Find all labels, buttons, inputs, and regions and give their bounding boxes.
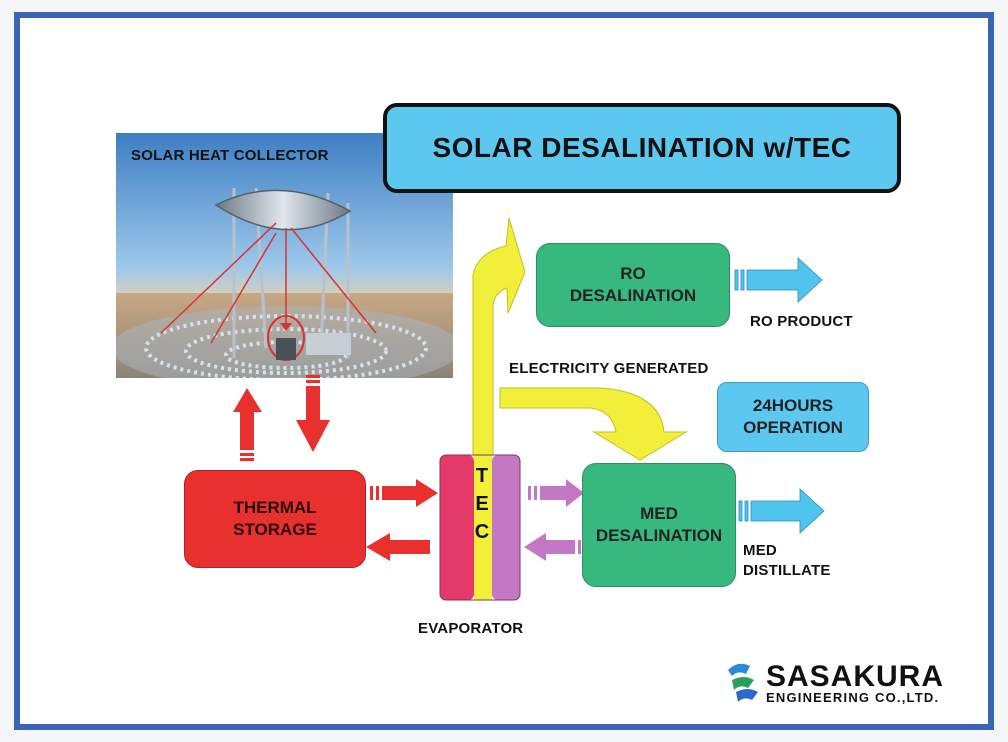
med-desalination-box: MED DESALINATION (582, 463, 736, 587)
med-distillate-label: MED DISTILLATE (743, 542, 831, 579)
med-desalination-label: MED DESALINATION (595, 504, 723, 545)
ro-desalination-label: RO DESALINATION (569, 264, 697, 305)
title-box: SOLAR DESALINATION w/TEC (383, 103, 901, 193)
tec-label: T E C (474, 465, 490, 543)
page-title: SOLAR DESALINATION w/TEC (432, 132, 852, 163)
sasakura-logo-mark (728, 663, 758, 702)
thermal-storage-box: THERMAL STORAGE (184, 470, 366, 568)
ro-desalination-box: RO DESALINATION (536, 243, 730, 327)
solar-heat-collector-label: SOLAR HEAT COLLECTOR (131, 147, 329, 164)
evaporator-label: EVAPORATOR (418, 620, 524, 637)
logo-subtitle: ENGINEERING CO.,LTD. (766, 690, 940, 705)
operation-box: 24HOURS OPERATION (717, 382, 869, 452)
thermal-storage-label: THERMAL STORAGE (233, 498, 317, 539)
ro-product-label: RO PRODUCT (750, 313, 853, 330)
operation-label: 24HOURS OPERATION (743, 396, 843, 437)
electricity-generated-label: ELECTRICITY GENERATED (509, 360, 709, 377)
logo-name: SASAKURA (766, 660, 945, 693)
